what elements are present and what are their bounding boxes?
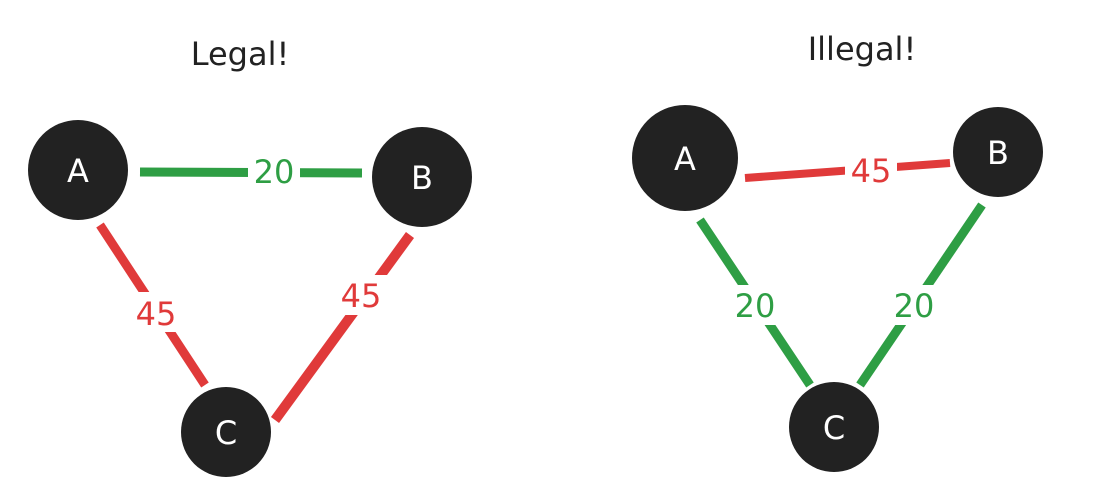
edge-label: 45 — [851, 152, 892, 190]
title-illegal: Illegal! — [808, 30, 917, 68]
node-label: B — [411, 159, 433, 197]
node-illegal-b — [953, 107, 1043, 197]
node-label: C — [823, 409, 845, 447]
node-legal-c — [181, 387, 271, 477]
edge-label: 20 — [254, 153, 295, 191]
node-label: C — [215, 414, 237, 452]
node-illegal-c — [789, 382, 879, 472]
edge-label: 20 — [735, 287, 776, 325]
node-legal-a — [28, 120, 128, 220]
node-label: A — [67, 152, 89, 190]
edge-label: 45 — [341, 277, 382, 315]
title-legal: Legal! — [191, 35, 290, 73]
node-illegal-a — [632, 105, 738, 211]
node-label: A — [674, 140, 696, 178]
node-legal-b — [372, 127, 472, 227]
edge-label: 45 — [136, 295, 177, 333]
edge-label: 20 — [894, 287, 935, 325]
node-label: B — [987, 134, 1009, 172]
edge-legal-bc — [270, 232, 415, 423]
